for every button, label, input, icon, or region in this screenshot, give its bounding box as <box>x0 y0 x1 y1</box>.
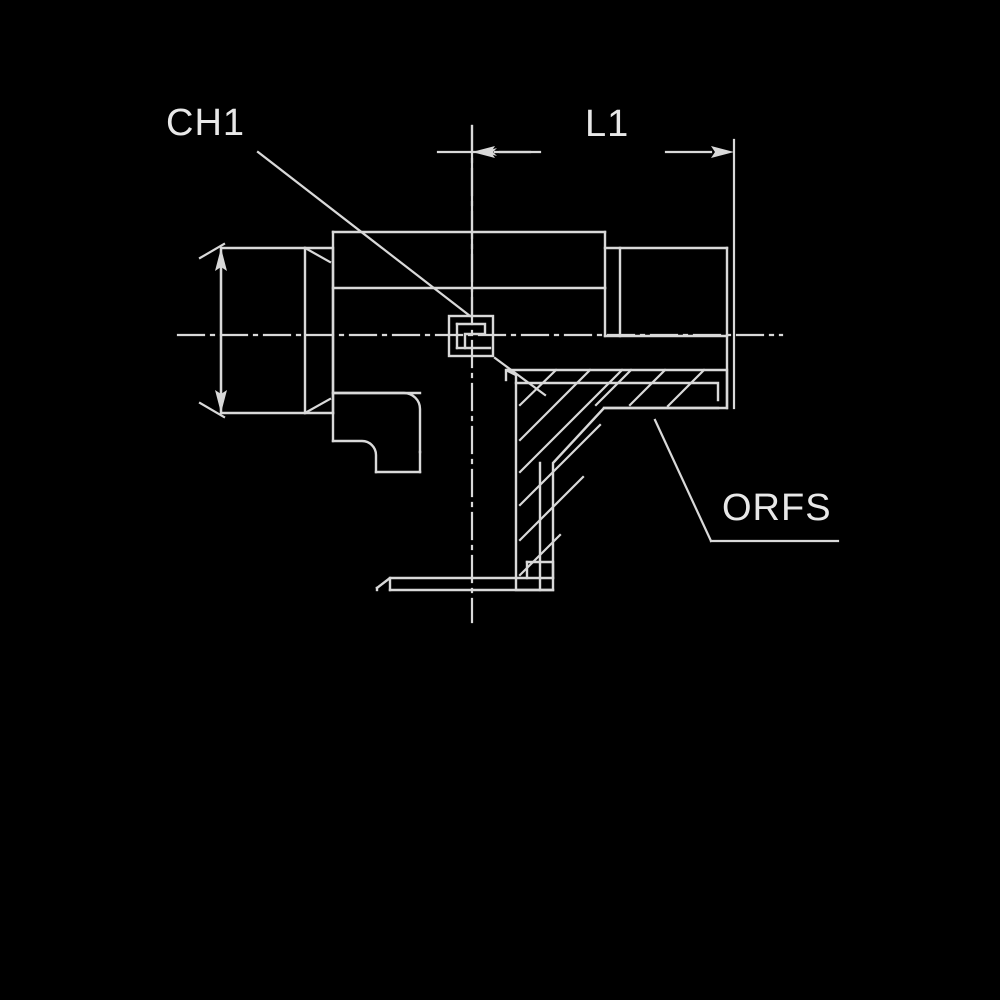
label-orfs: ORFS <box>722 487 832 529</box>
section-hatch-region <box>505 368 729 592</box>
leader-ch1 <box>256 150 472 318</box>
dimension-hex-height <box>198 242 332 419</box>
leader-detail <box>493 356 547 397</box>
hex-body-outline <box>219 246 335 415</box>
leader-orfs <box>653 418 840 543</box>
label-ch1: CH1 <box>166 102 246 144</box>
dimension-l1 <box>436 124 736 410</box>
centerlines <box>176 124 784 624</box>
body-lower-profile <box>331 391 422 474</box>
branch-stem <box>375 368 555 592</box>
label-l1: L1 <box>585 103 630 145</box>
main-body-profile <box>331 230 729 415</box>
hatch-lines <box>518 368 706 577</box>
